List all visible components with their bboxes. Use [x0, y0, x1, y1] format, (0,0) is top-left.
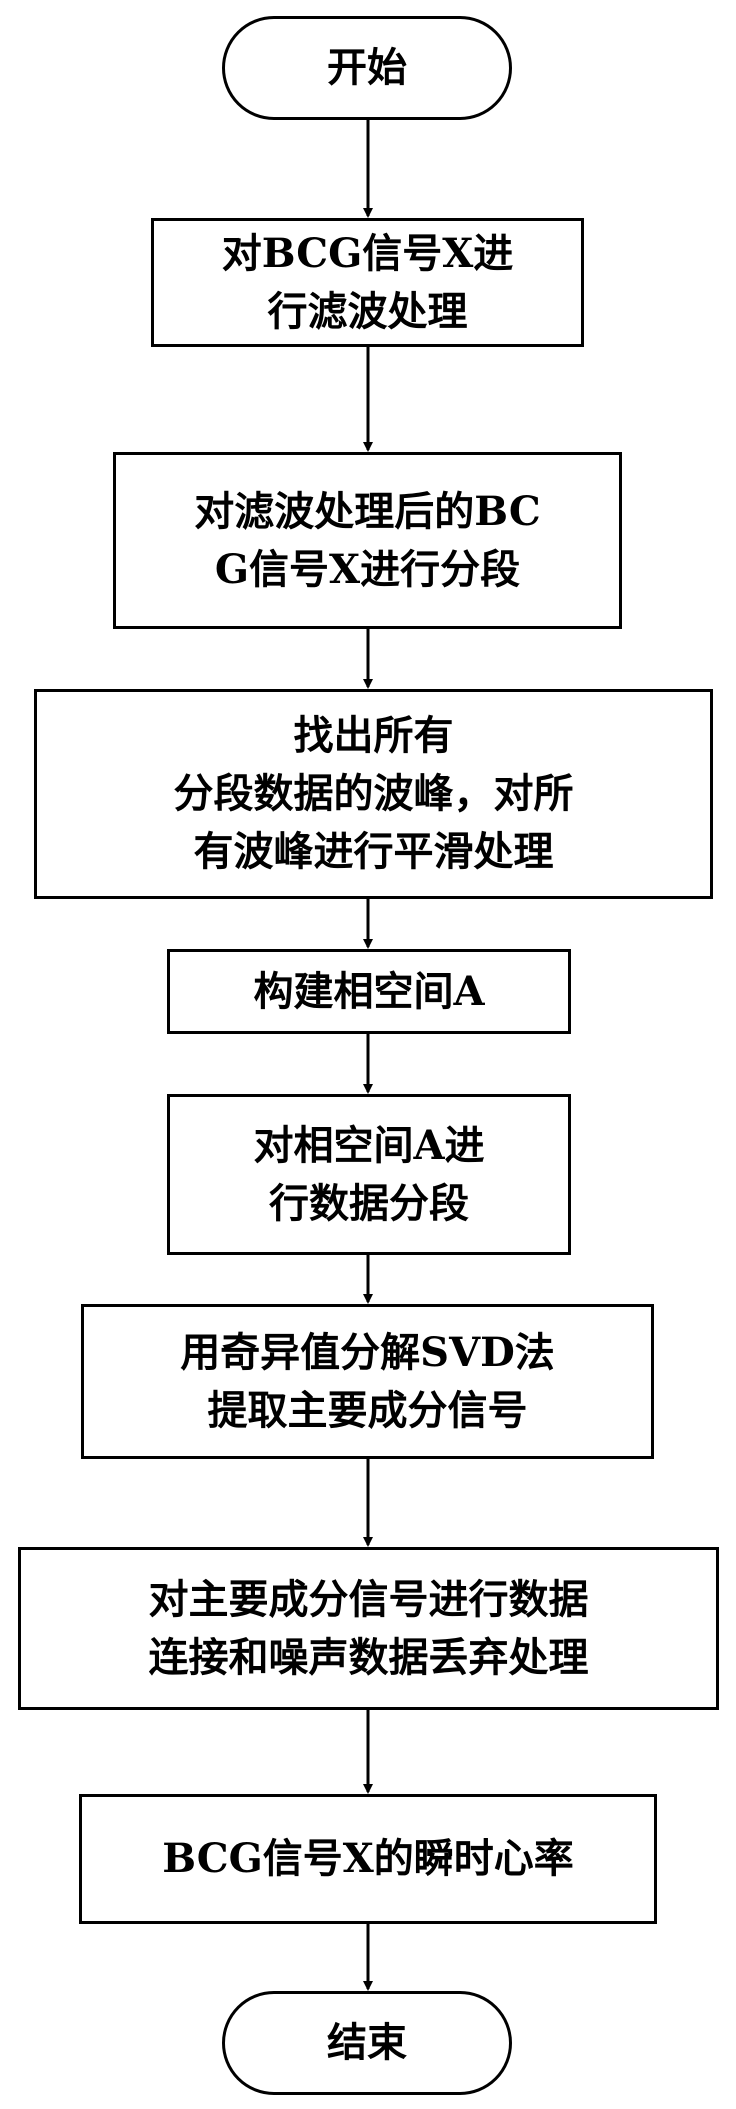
- step-segment-label: 对滤波处理后的BC G信号X进行分段: [194, 483, 540, 599]
- start-label: 开始: [327, 39, 407, 97]
- step-phase-space-segment: 对相空间A进 行数据分段: [167, 1094, 571, 1255]
- end-terminal: 结束: [222, 1991, 512, 2095]
- step-find-peaks-label: 找出所有 分段数据的波峰，对所 有波峰进行平滑处理: [174, 707, 574, 881]
- step-segment: 对滤波处理后的BC G信号X进行分段: [113, 452, 622, 629]
- step-build-phase-space: 构建相空间A: [167, 949, 571, 1034]
- end-label: 结束: [327, 2014, 407, 2072]
- step-svd-label: 用奇异值分解SVD法 提取主要成分信号: [180, 1324, 555, 1440]
- step-filter: 对BCG信号X进 行滤波处理: [151, 218, 584, 347]
- start-terminal: 开始: [222, 16, 512, 120]
- step-connect-discard-label: 对主要成分信号进行数据 连接和噪声数据丢弃处理: [149, 1571, 589, 1687]
- step-find-peaks: 找出所有 分段数据的波峰，对所 有波峰进行平滑处理: [34, 689, 713, 899]
- step-filter-label: 对BCG信号X进 行滤波处理: [222, 225, 514, 341]
- step-svd: 用奇异值分解SVD法 提取主要成分信号: [81, 1304, 654, 1459]
- step-phase-space-segment-label: 对相空间A进 行数据分段: [253, 1117, 484, 1233]
- step-heart-rate: BCG信号X的瞬时心率: [79, 1794, 657, 1924]
- step-heart-rate-label: BCG信号X的瞬时心率: [162, 1830, 574, 1888]
- step-build-phase-space-label: 构建相空间A: [253, 963, 484, 1021]
- step-connect-discard: 对主要成分信号进行数据 连接和噪声数据丢弃处理: [18, 1547, 719, 1710]
